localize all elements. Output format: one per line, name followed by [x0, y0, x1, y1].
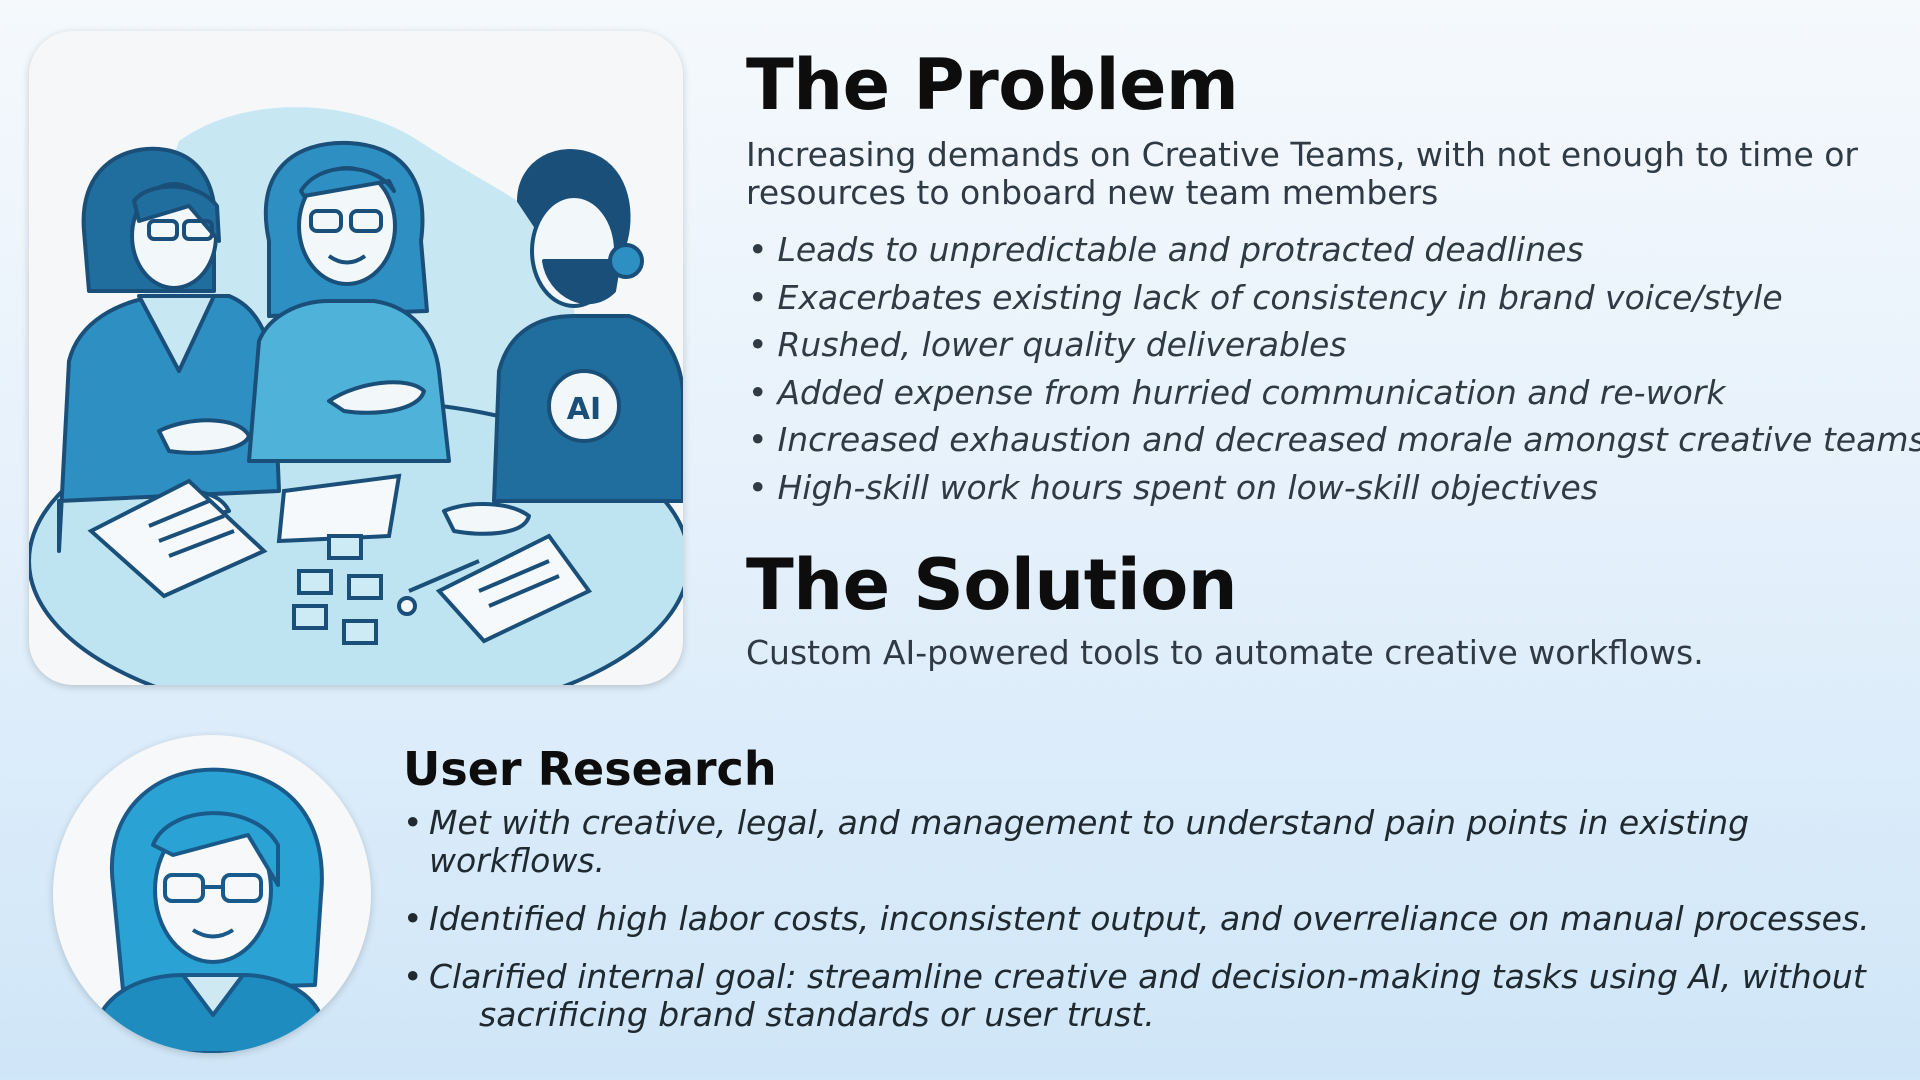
team-meeting-illustration: AI — [29, 31, 683, 685]
solution-title: The Solution — [746, 544, 1238, 626]
solution-description: Custom AI-powered tools to automate crea… — [746, 633, 1704, 672]
bullet-icon: • — [748, 467, 768, 507]
bullet-icon: • — [748, 325, 768, 365]
bullet-icon: • — [403, 957, 423, 996]
ai-badge: AI — [567, 392, 601, 427]
list-item: •Rushed, lower quality deliverables — [748, 325, 1347, 365]
list-item: •Added expense from hurried communicatio… — [748, 372, 1726, 412]
list-item: •High-skill work hours spent on low-skil… — [748, 467, 1598, 507]
avatar-icon — [86, 767, 340, 1053]
list-item: •Increased exhaustion and decreased mora… — [748, 420, 1920, 460]
research-title: User Research — [403, 742, 777, 796]
research-bullet-list: •Met with creative, legal, and managemen… — [403, 804, 1903, 1054]
bullet-icon: • — [748, 230, 768, 269]
list-item: •Exacerbates existing lack of consistenc… — [748, 277, 1783, 317]
problem-title: The Problem — [746, 44, 1239, 126]
list-item: •Clarified internal goal: streamline cre… — [403, 957, 1866, 1034]
problem-bullet-list: •Leads to unpredictable and protracted d… — [748, 226, 1920, 512]
list-item: •Met with creative, legal, and managemen… — [403, 803, 1750, 880]
bullet-icon: • — [403, 803, 423, 842]
bullet-icon: • — [748, 277, 768, 317]
list-item: •Leads to unpredictable and protracted d… — [748, 230, 1584, 269]
bullet-icon: • — [403, 899, 423, 938]
bullet-icon: • — [748, 420, 768, 460]
list-item: •Identified high labor costs, inconsiste… — [403, 899, 1870, 938]
bullet-icon: • — [748, 372, 768, 412]
researcher-avatar — [53, 735, 371, 1053]
problem-description: Increasing demands on Creative Teams, wi… — [746, 135, 1858, 212]
team-meeting-icon: AI — [29, 107, 683, 685]
